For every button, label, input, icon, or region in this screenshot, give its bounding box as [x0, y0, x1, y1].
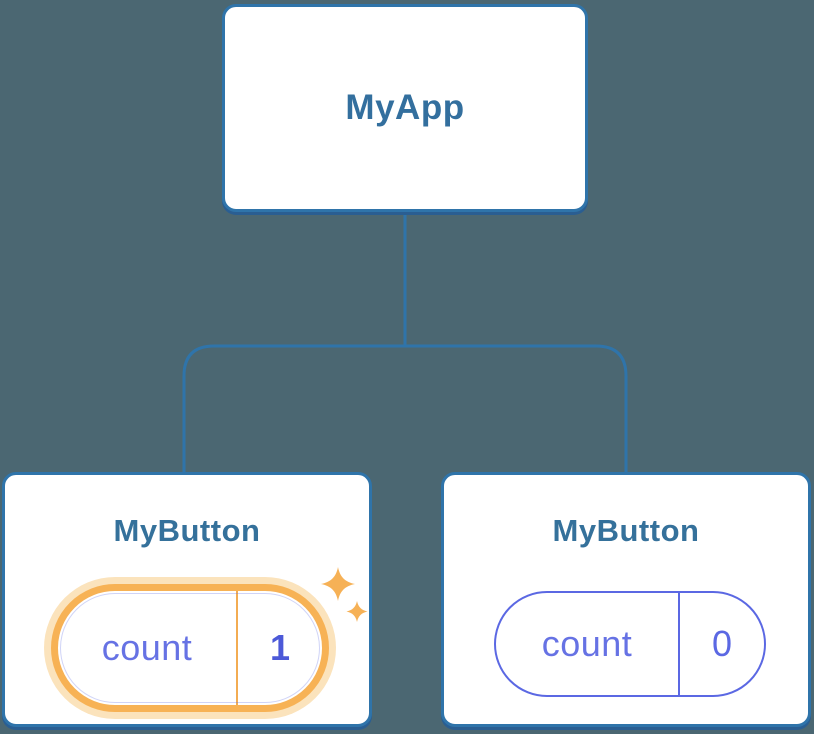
child-component-label: MyButton: [113, 513, 261, 548]
sparkles-icon: [321, 567, 368, 622]
state-pill: count 0: [494, 591, 766, 697]
state-key-label: count: [101, 627, 193, 668]
child-component-label: MyButton: [552, 513, 700, 548]
state-pill-highlighted: count 1: [51, 584, 329, 712]
pill-divider: [236, 591, 238, 705]
pill-divider: [678, 593, 680, 695]
child-component-card-left: MyButton count 1: [2, 472, 372, 727]
root-component-label: MyApp: [345, 88, 465, 127]
state-key-label: count: [541, 623, 633, 664]
state-value: 1: [269, 627, 291, 668]
root-component-card: MyApp: [222, 4, 588, 212]
state-value: 0: [711, 623, 733, 664]
child-component-card-right: MyButton count 0: [441, 472, 811, 727]
